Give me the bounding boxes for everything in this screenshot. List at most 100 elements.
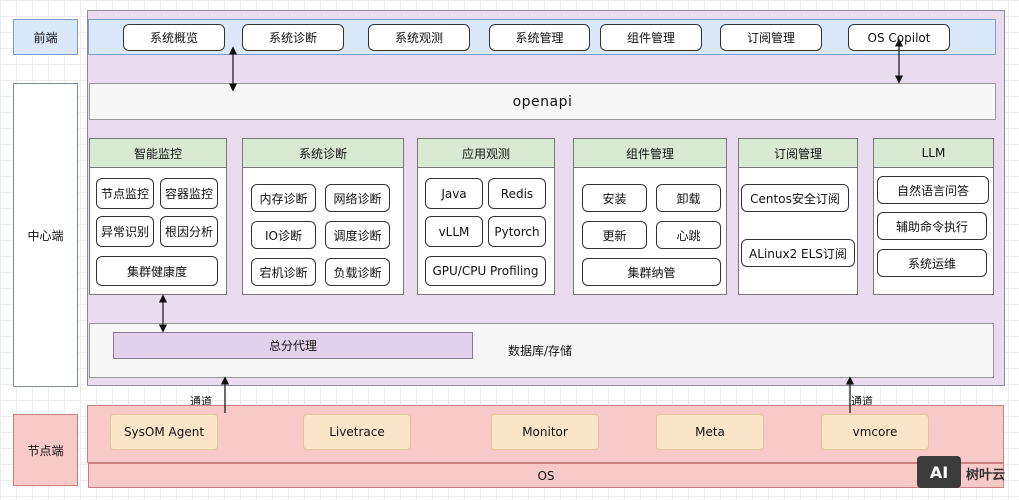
tier-label-center: 中心端 (13, 83, 78, 387)
nav-item-observe-label: 系统观测 (394, 31, 443, 45)
monitor-item[interactable]: 异常识别 (96, 216, 154, 247)
monitor-item[interactable]: 集群健康度 (96, 256, 218, 286)
node-component-label: Monitor (522, 425, 568, 439)
component-item-label: 安装 (602, 191, 627, 206)
node-component-label: Meta (695, 425, 725, 439)
nav-item-component[interactable]: 组件管理 (600, 24, 702, 51)
subscription-item[interactable]: ALinux2 ELS订阅 (741, 239, 855, 267)
module-monitor-title: 智能监控 (133, 146, 182, 161)
channel-label-left-text: 通道 (190, 395, 212, 408)
node-component-meta[interactable]: Meta (656, 414, 764, 450)
node-component-label: SysOM Agent (123, 425, 205, 439)
llm-item-label: 自然语言问答 (896, 183, 969, 198)
tier-label-front-text: 前端 (33, 30, 58, 45)
llm-item[interactable]: 系统运维 (877, 249, 987, 277)
watermark-logo: AI (917, 456, 961, 488)
module-subscription-title: 订阅管理 (773, 146, 822, 161)
observe-item[interactable]: GPU/CPU Profiling (425, 256, 546, 286)
storage-label-wrap: 数据库/存储 (508, 342, 628, 358)
monitor-item-label: 集群健康度 (126, 264, 187, 279)
nav-item-overview[interactable]: 系统概览 (123, 24, 225, 51)
component-item[interactable]: 集群纳管 (582, 258, 721, 286)
proxy-label: 总分代理 (268, 339, 317, 353)
module-monitor-header: 智能监控 (90, 139, 226, 168)
os-label: OS (537, 468, 555, 483)
diagnosis-item[interactable]: 负载诊断 (325, 258, 390, 286)
proxy-box: 总分代理 (113, 332, 473, 359)
observe-item-label: GPU/CPU Profiling (432, 264, 539, 278)
channel-label-left: 通道 (190, 393, 230, 408)
observe-item[interactable]: Redis (488, 178, 546, 209)
monitor-item-label: 节点监控 (100, 187, 149, 201)
monitor-item[interactable]: 节点监控 (96, 178, 154, 209)
tier-label-front: 前端 (13, 19, 78, 55)
node-component-livetrace[interactable]: Livetrace (303, 414, 411, 450)
llm-item[interactable]: 辅助命令执行 (877, 212, 987, 240)
diagnosis-item[interactable]: 调度诊断 (325, 221, 390, 249)
module-subscription-header: 订阅管理 (739, 139, 857, 168)
module-observe-title: 应用观测 (461, 146, 510, 161)
component-item[interactable]: 安装 (582, 184, 647, 212)
channel-label-right: 通道 (851, 393, 891, 408)
diagnosis-item[interactable]: 内存诊断 (251, 184, 316, 212)
monitor-item-label: 容器监控 (164, 187, 213, 201)
component-item-label: 卸载 (676, 191, 701, 206)
observe-item[interactable]: vLLM (425, 216, 483, 247)
nav-item-component-label: 组件管理 (626, 31, 675, 45)
component-item[interactable]: 心跳 (656, 221, 721, 249)
module-component-title: 组件管理 (625, 146, 674, 161)
module-subscription: 订阅管理 (738, 138, 858, 295)
module-llm-header: LLM (874, 139, 993, 168)
monitor-item-label: 根因分析 (164, 225, 213, 239)
storage-label: 数据库/存储 (508, 344, 573, 358)
subscription-item-label: Centos安全订阅 (750, 191, 840, 206)
llm-item[interactable]: 自然语言问答 (877, 176, 989, 204)
nav-item-subscription[interactable]: 订阅管理 (720, 24, 822, 51)
diagnosis-item-label: 内存诊断 (259, 191, 308, 206)
watermark-text-label: 树叶云 (966, 468, 1006, 483)
diagnosis-item-label: IO诊断 (265, 228, 302, 243)
nav-item-diagnosis-label: 系统诊断 (268, 31, 317, 45)
module-diagnosis-title: 系统诊断 (298, 146, 347, 161)
node-component-label: vmcore (852, 425, 898, 439)
monitor-item[interactable]: 根因分析 (160, 216, 218, 247)
channel-label-right-text: 通道 (851, 395, 873, 408)
node-component-monitor[interactable]: Monitor (491, 414, 599, 450)
component-item-label: 心跳 (676, 228, 701, 243)
monitor-item-label: 异常识别 (100, 225, 149, 239)
diagnosis-item[interactable]: 宕机诊断 (251, 258, 316, 286)
nav-item-diagnosis[interactable]: 系统诊断 (242, 24, 344, 51)
component-item[interactable]: 卸载 (656, 184, 721, 212)
observe-item[interactable]: Pytorch (488, 216, 546, 247)
monitor-item[interactable]: 容器监控 (160, 178, 218, 209)
watermark-logo-mark: AI (929, 462, 949, 482)
llm-item-label: 辅助命令执行 (895, 219, 968, 234)
node-component-vmcore[interactable]: vmcore (821, 414, 929, 450)
observe-item-label: Pytorch (494, 224, 540, 239)
diagnosis-item-label: 负载诊断 (333, 265, 382, 280)
diagnosis-item-label: 宕机诊断 (259, 265, 308, 280)
subscription-item[interactable]: Centos安全订阅 (741, 184, 849, 212)
component-item[interactable]: 更新 (582, 221, 647, 249)
module-component-header: 组件管理 (574, 139, 726, 168)
diagnosis-item-label: 网络诊断 (333, 191, 382, 206)
component-item-label: 集群纳管 (627, 265, 676, 280)
openapi-label: openapi (512, 93, 573, 110)
nav-item-subscription-label: 订阅管理 (746, 31, 795, 45)
tier-label-center-text: 中心端 (27, 228, 64, 243)
diagnosis-item[interactable]: 网络诊断 (325, 184, 390, 212)
nav-item-observe[interactable]: 系统观测 (368, 24, 470, 51)
tier-label-node: 节点端 (13, 414, 78, 486)
nav-item-management[interactable]: 系统管理 (489, 24, 590, 51)
component-item-label: 更新 (602, 228, 627, 243)
module-llm-title: LLM (921, 146, 946, 160)
node-component-label: Livetrace (329, 425, 385, 439)
diagnosis-item[interactable]: IO诊断 (251, 221, 316, 249)
module-diagnosis-header: 系统诊断 (243, 139, 403, 168)
observe-item[interactable]: Java (425, 178, 483, 209)
node-component-sysom-agent[interactable]: SysOM Agent (110, 414, 218, 450)
nav-item-overview-label: 系统概览 (149, 31, 198, 45)
openapi-bar: openapi (89, 83, 996, 120)
nav-item-copilot-label: OS Copilot (867, 30, 931, 45)
